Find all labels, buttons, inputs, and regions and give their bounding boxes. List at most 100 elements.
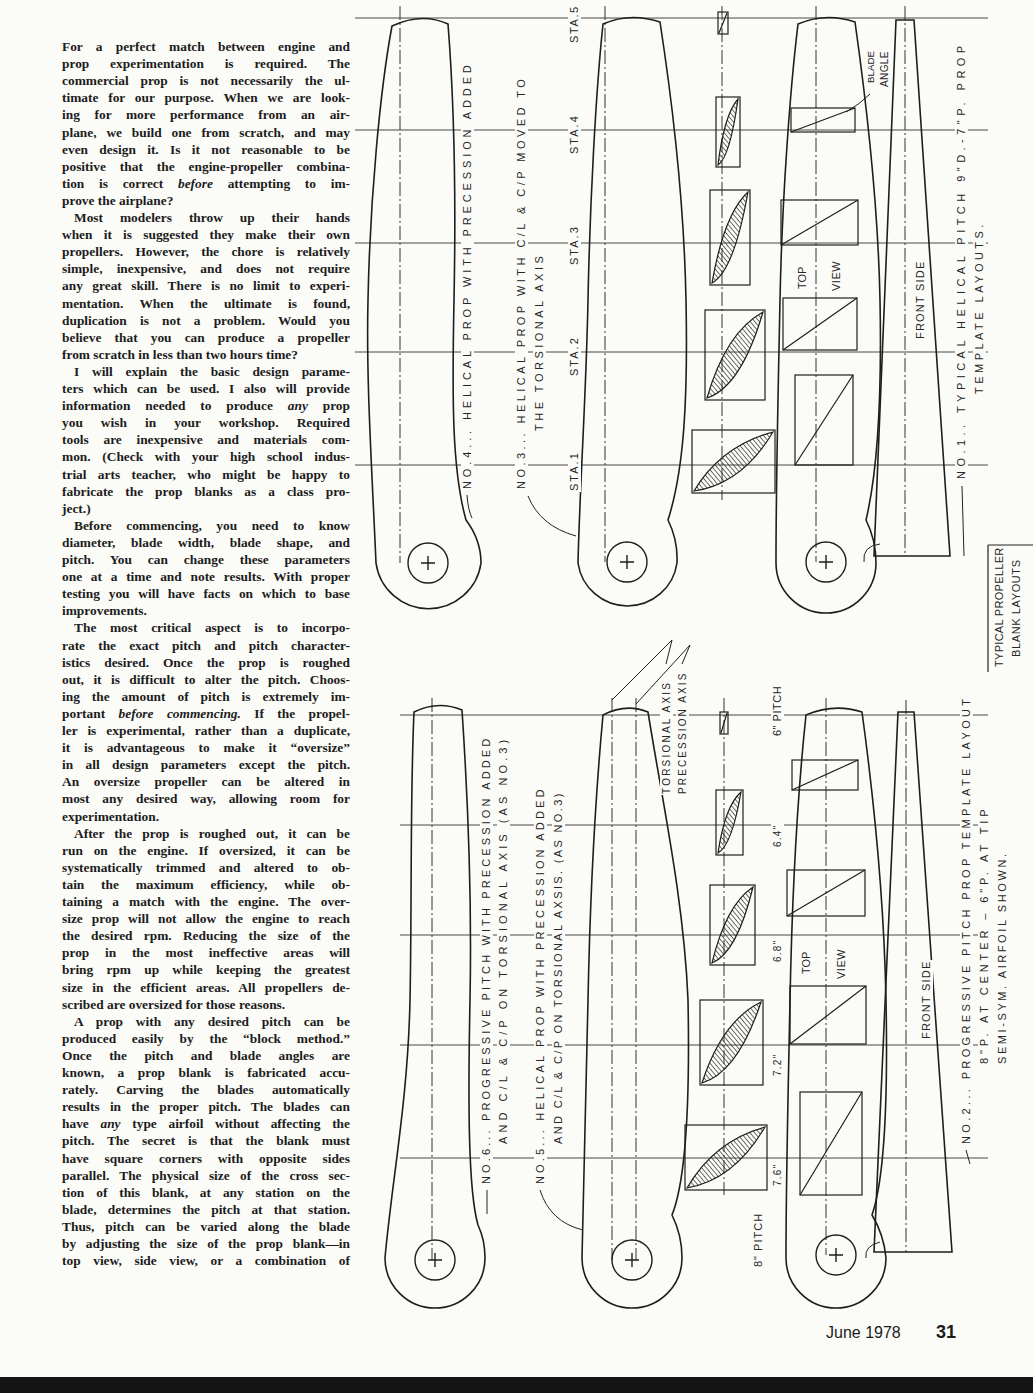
airfoil-sections [685, 12, 775, 1190]
body-text-line: mentation. When the ultimate is found, [62, 295, 350, 312]
body-text-line: For a perfect match between engine and [62, 38, 350, 55]
body-text-line: have square corners with opposite sides [62, 1150, 350, 1167]
body-text-line: size in the efficient areas. All propell… [62, 979, 350, 996]
body-text: blade, determines the pitch at that stat… [62, 1202, 350, 1217]
airfoil-section [718, 792, 741, 853]
airfoil-section [694, 432, 773, 491]
body-text: Thus, pitch can be varied along the blad… [62, 1219, 350, 1234]
body-text: the desired rpm. Reducing the size of th… [62, 928, 350, 943]
top-view-block [800, 1092, 862, 1195]
diagram-label: NO.5... HELICAL PROP WITH PRECESSION ADD… [534, 785, 547, 1185]
body-text: ters which can be used. I also will prov… [62, 381, 350, 396]
top-view-block [781, 200, 858, 245]
body-text: portant [62, 706, 105, 721]
leader-line [864, 544, 880, 562]
italic-text: any [288, 398, 308, 413]
hub-circle [607, 542, 647, 582]
blade-outline [582, 708, 688, 1308]
blade-outline [874, 712, 952, 1252]
hub-circle [415, 1240, 455, 1280]
body-text-line: After the prop is roughed out, it can be [62, 825, 350, 842]
hub-circles [408, 542, 856, 1280]
airfoil-section [720, 712, 728, 734]
body-text: fabricate the prop blanks as a class pro… [62, 484, 350, 499]
diagram-label: PRECESSION AXIS [676, 670, 689, 795]
body-text: believe that you can produce a propeller [62, 330, 350, 345]
body-text: size in the efficient areas. All propell… [62, 980, 350, 995]
top-view-block [795, 375, 853, 465]
diagram-label: STA.1 [568, 450, 581, 492]
diagram-label: 7.2" [771, 1053, 784, 1077]
body-text-line: Once the pitch and blade angles are [62, 1047, 350, 1064]
page-number: 31 [936, 1322, 956, 1343]
body-text: rate the exact pitch and pitch character… [62, 638, 350, 653]
airfoil-section [710, 885, 755, 965]
airfoil-section [700, 1000, 763, 1085]
top-view-block [787, 870, 865, 916]
airfoil-section [712, 887, 753, 963]
body-text: taining a match with the engine. The ove… [62, 894, 350, 909]
airfoil-section [692, 430, 775, 493]
body-text-line: the desired rpm. Reducing the size of th… [62, 927, 350, 944]
top-view-block [783, 298, 857, 350]
body-text: have [62, 1116, 89, 1131]
body-text: in all design parameters except the pitc… [62, 757, 350, 772]
body-text-line: ject.) [62, 500, 350, 517]
diagram-label: SEMI-SYM. AIRFOIL SHOWN. [996, 850, 1009, 1065]
body-text-line: blade, determines the pitch at that stat… [62, 1201, 350, 1218]
body-text-line: duplication is not a problem. Would you [62, 312, 350, 329]
italic-text: before [178, 176, 213, 191]
body-text: The most critical aspect is to incorpo- [74, 620, 350, 635]
body-text-line: out, it is difficult to alter the pitch.… [62, 671, 350, 688]
body-text: tools are inexpensive and materials com- [62, 432, 350, 447]
body-text-line: bring rpm up while keeping the greatest [62, 961, 350, 978]
body-text: scribed are oversized for those reasons. [62, 997, 285, 1012]
body-text-line: results in the proper pitch. The blades … [62, 1098, 350, 1115]
top-view-block [792, 760, 858, 790]
body-text: ject.) [62, 501, 91, 516]
body-text-line: pitch. You can change these parameters [62, 551, 350, 568]
body-text-line: you wish in your workshop. Required [62, 414, 350, 431]
body-text: parallel. The physical size of the cross… [62, 1168, 350, 1183]
scan-edge [0, 1377, 1033, 1393]
body-text: experimentation. [62, 809, 159, 824]
blade-outline [368, 18, 481, 608]
body-text: by adjusting the size of the prop blank—… [62, 1236, 350, 1251]
body-text-line: when it is suggested they make their own [62, 226, 350, 243]
diagram-label: ANGLE [878, 50, 891, 88]
body-text: prop experimentation is required. The [62, 56, 350, 71]
top-view-block [792, 760, 858, 790]
diagram-label: 6" PITCH [771, 685, 784, 737]
body-text: top view, side view, or a combination of [62, 1253, 350, 1268]
leader-line [846, 94, 870, 112]
leader-line [962, 486, 964, 556]
leader-line [540, 1190, 583, 1230]
body-text-line: testing you will have facts on which to … [62, 585, 350, 602]
diagram-label: AND C/L & C/P ON TORSIONAL AXIS (AS NO.3… [497, 735, 510, 1145]
body-text: simple, inexpensive, and does not requir… [62, 261, 350, 276]
body-text-line: mon. (Check with your high school indus- [62, 448, 350, 465]
top-view-block [783, 298, 857, 350]
body-text-line: most any desired way, allowing room for [62, 790, 350, 807]
hub-circle [408, 543, 448, 583]
body-text-line: portant before commencing. If the propel… [62, 705, 350, 722]
station-line [355, 130, 988, 131]
body-text-line: Thus, pitch can be varied along the blad… [62, 1218, 350, 1235]
italic-text: any [100, 1116, 120, 1131]
diagram-label: BLANK LAYOUTS [1010, 558, 1023, 658]
body-text-line: scribed are oversized for those reasons. [62, 996, 350, 1013]
diagram-label: NO.1.. TYPICAL HELICAL PITCH 9"D.-7"P. P… [955, 40, 968, 480]
leader-line [966, 1150, 970, 1164]
body-text: propellers. However, the chore is relati… [62, 244, 350, 259]
diagram-label: STA.5 [568, 4, 581, 44]
station-lines [355, 18, 988, 1158]
diagram-label: VIEW [835, 948, 848, 980]
body-text-line: istics desired. Once the prop is roughed [62, 654, 350, 671]
diagram-label: NO.6... PROGRESSIVE PITCH WITH PRECESSIO… [480, 735, 493, 1185]
body-text-line: ing the amount of pitch is extremely im- [62, 688, 350, 705]
body-text: istics desired. Once the prop is roughed [62, 655, 350, 670]
body-text-line: fabricate the prop blanks as a class pro… [62, 483, 350, 500]
body-text-line: even design it. Is it not reasonable to … [62, 141, 350, 158]
body-text-line: taining a match with the engine. The ove… [62, 893, 350, 910]
body-text: ing the amount of pitch is extremely im- [62, 689, 350, 704]
